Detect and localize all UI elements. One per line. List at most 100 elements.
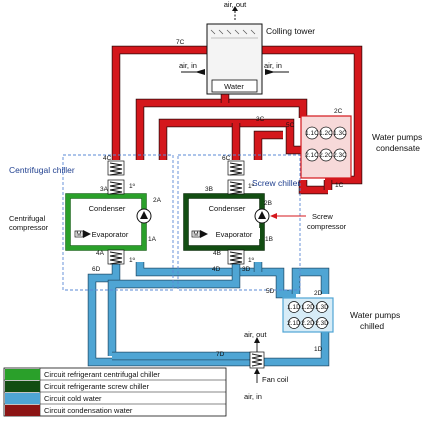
coil-3a	[107, 179, 125, 195]
screw-compressor-icon	[254, 208, 270, 224]
pump-label: 1.3C	[333, 130, 347, 137]
coil-3b	[227, 179, 245, 195]
coil-6c	[227, 160, 245, 176]
air-out-bottom-label: air, out	[244, 330, 267, 339]
pump-label: 1.3D	[315, 304, 329, 311]
pump-label: 1.2C	[319, 130, 333, 137]
legend-swatch-cold-water	[5, 393, 40, 404]
sensor-temp-label: 1º	[248, 257, 255, 264]
coil-4b	[227, 249, 245, 265]
pump-2-2c-icon	[319, 148, 333, 162]
pump-2-3c-icon	[333, 148, 347, 162]
screw-compressor-label-2: compressor	[307, 222, 347, 231]
tag-4d: 4D	[212, 266, 221, 273]
centrifugal-compressor-icon	[136, 208, 152, 224]
tag-7d: 7D	[216, 351, 225, 358]
legend-swatch-screw	[5, 381, 40, 392]
legend-label-centrifugal: Circuit refrigerant centrifugal chiller	[44, 370, 160, 379]
tag-4c: 4C	[103, 155, 112, 162]
tag-1b: 1B	[265, 236, 273, 243]
tag-5c: 5C	[286, 122, 295, 129]
pump-1-3d-icon	[316, 301, 328, 313]
pump-label: 1.1C	[305, 130, 319, 137]
fan-coil-label: Fan coil	[262, 375, 289, 384]
pump-label: 2.1C	[305, 152, 319, 159]
sensor-temp-label: 1º	[248, 183, 255, 190]
water-pumps-condensate-label-2: condensate	[376, 143, 420, 153]
evaporator-centrifugal-label: Evaporator	[92, 230, 129, 239]
legend: Circuit refrigerant centrifugal chiller …	[3, 367, 227, 417]
tag-6c: 6C	[222, 155, 231, 162]
tag-1a: 1A	[148, 236, 157, 243]
legend-label-screw: Circuit refrigerante screw chiller	[44, 382, 150, 391]
centrifugal-compressor-label-1: Centrifugal	[9, 214, 46, 223]
centrifugal-chiller-boundary	[62, 154, 174, 291]
pump-1-2c-icon	[319, 126, 333, 140]
cooling-tower	[181, 6, 289, 95]
condenser-screw-label: Condenser	[209, 204, 246, 213]
water-pumps-condensate-label-1: Water pumps	[372, 132, 422, 142]
tag-3c: 3C	[256, 116, 265, 123]
pump-1-2d-icon	[302, 301, 314, 313]
tag-3d: 3D	[242, 266, 251, 273]
air-in-left-label: air, in	[179, 61, 197, 70]
pump-1-3c-icon	[333, 126, 347, 140]
pump-2-1d-icon	[288, 317, 300, 329]
pump-label: 2.1D	[287, 320, 301, 327]
fan-coil-air	[254, 337, 260, 383]
tag-1d: 1D	[314, 346, 323, 353]
pump-2-3d-icon	[316, 317, 328, 329]
valve-tag: M	[76, 231, 81, 238]
legend-label-condensation: Circuit condensation water	[44, 406, 133, 415]
pump-bank-condensate: 1.1C 1.2C 1.3C 2.1C 2.2C 2.3C	[300, 115, 352, 179]
legend-label-cold-water: Circuit cold water	[44, 394, 102, 403]
cooling-tower-label: Colling tower	[266, 26, 315, 36]
pump-2-1c-icon	[305, 148, 319, 162]
condenser-centrifugal-label: Condenser	[89, 204, 126, 213]
tag-2d: 2D	[314, 290, 323, 297]
legend-swatch-centrifugal	[5, 369, 40, 380]
pump-label: 2.3C	[333, 152, 347, 159]
pump-1-1c-icon	[305, 126, 319, 140]
air-in-right-label: air, in	[264, 61, 282, 70]
pump-label: 2.2D	[301, 320, 315, 327]
tag-6d: 6D	[92, 266, 101, 273]
tag-2a: 2A	[153, 197, 162, 204]
centrifugal-compressor-label-2: compressor	[9, 223, 49, 232]
water-pumps-chilled-label-1: Water pumps	[350, 310, 400, 320]
air-in-bottom-label: air, in	[244, 392, 262, 401]
expansion-valve-screw	[191, 230, 208, 238]
tag-1c: 1C	[335, 182, 344, 189]
evaporator-screw-label: Evaporator	[216, 230, 253, 239]
coil-4a	[107, 249, 125, 265]
pump-2-2d-icon	[302, 317, 314, 329]
screw-chiller-boundary	[177, 154, 301, 291]
tag-5d: 5D	[266, 288, 275, 295]
pump-label: 2.2C	[319, 152, 333, 159]
pump-label: 2.3D	[315, 320, 329, 327]
cold-water-circuit	[87, 262, 330, 367]
expansion-valve-centrifugal	[74, 230, 91, 238]
pump-label: 1.2D	[301, 304, 315, 311]
tag-7c: 7C	[176, 39, 185, 46]
legend-swatch-condensation	[5, 405, 40, 416]
coil-4c	[107, 160, 125, 176]
air-out-top-label: air, out	[224, 0, 247, 9]
water-label: Water	[224, 82, 244, 91]
tag-3a: 3A	[100, 186, 109, 193]
centrifugal-chiller-label: Centrifugal chiller	[9, 165, 75, 175]
coil-fan-coil	[249, 351, 265, 369]
tag-3b: 3B	[205, 186, 213, 193]
tag-2b: 2B	[264, 200, 272, 207]
sensor-temp-label: 1º	[129, 257, 136, 264]
screw-chiller-label: Screw chiller	[252, 178, 300, 188]
tag-4a: 4A	[96, 250, 105, 257]
pump-1-1d-icon	[288, 301, 300, 313]
tag-4b: 4B	[213, 250, 221, 257]
valve-tag: M	[193, 231, 198, 238]
pump-bank-chilled: 1.1D 1.2D 1.3D 2.1D 2.2D 2.3D	[282, 297, 334, 333]
screw-compressor-label-1: Screw	[312, 212, 333, 221]
condensation-water-circuit	[111, 45, 363, 195]
tag-2c: 2C	[334, 108, 343, 115]
